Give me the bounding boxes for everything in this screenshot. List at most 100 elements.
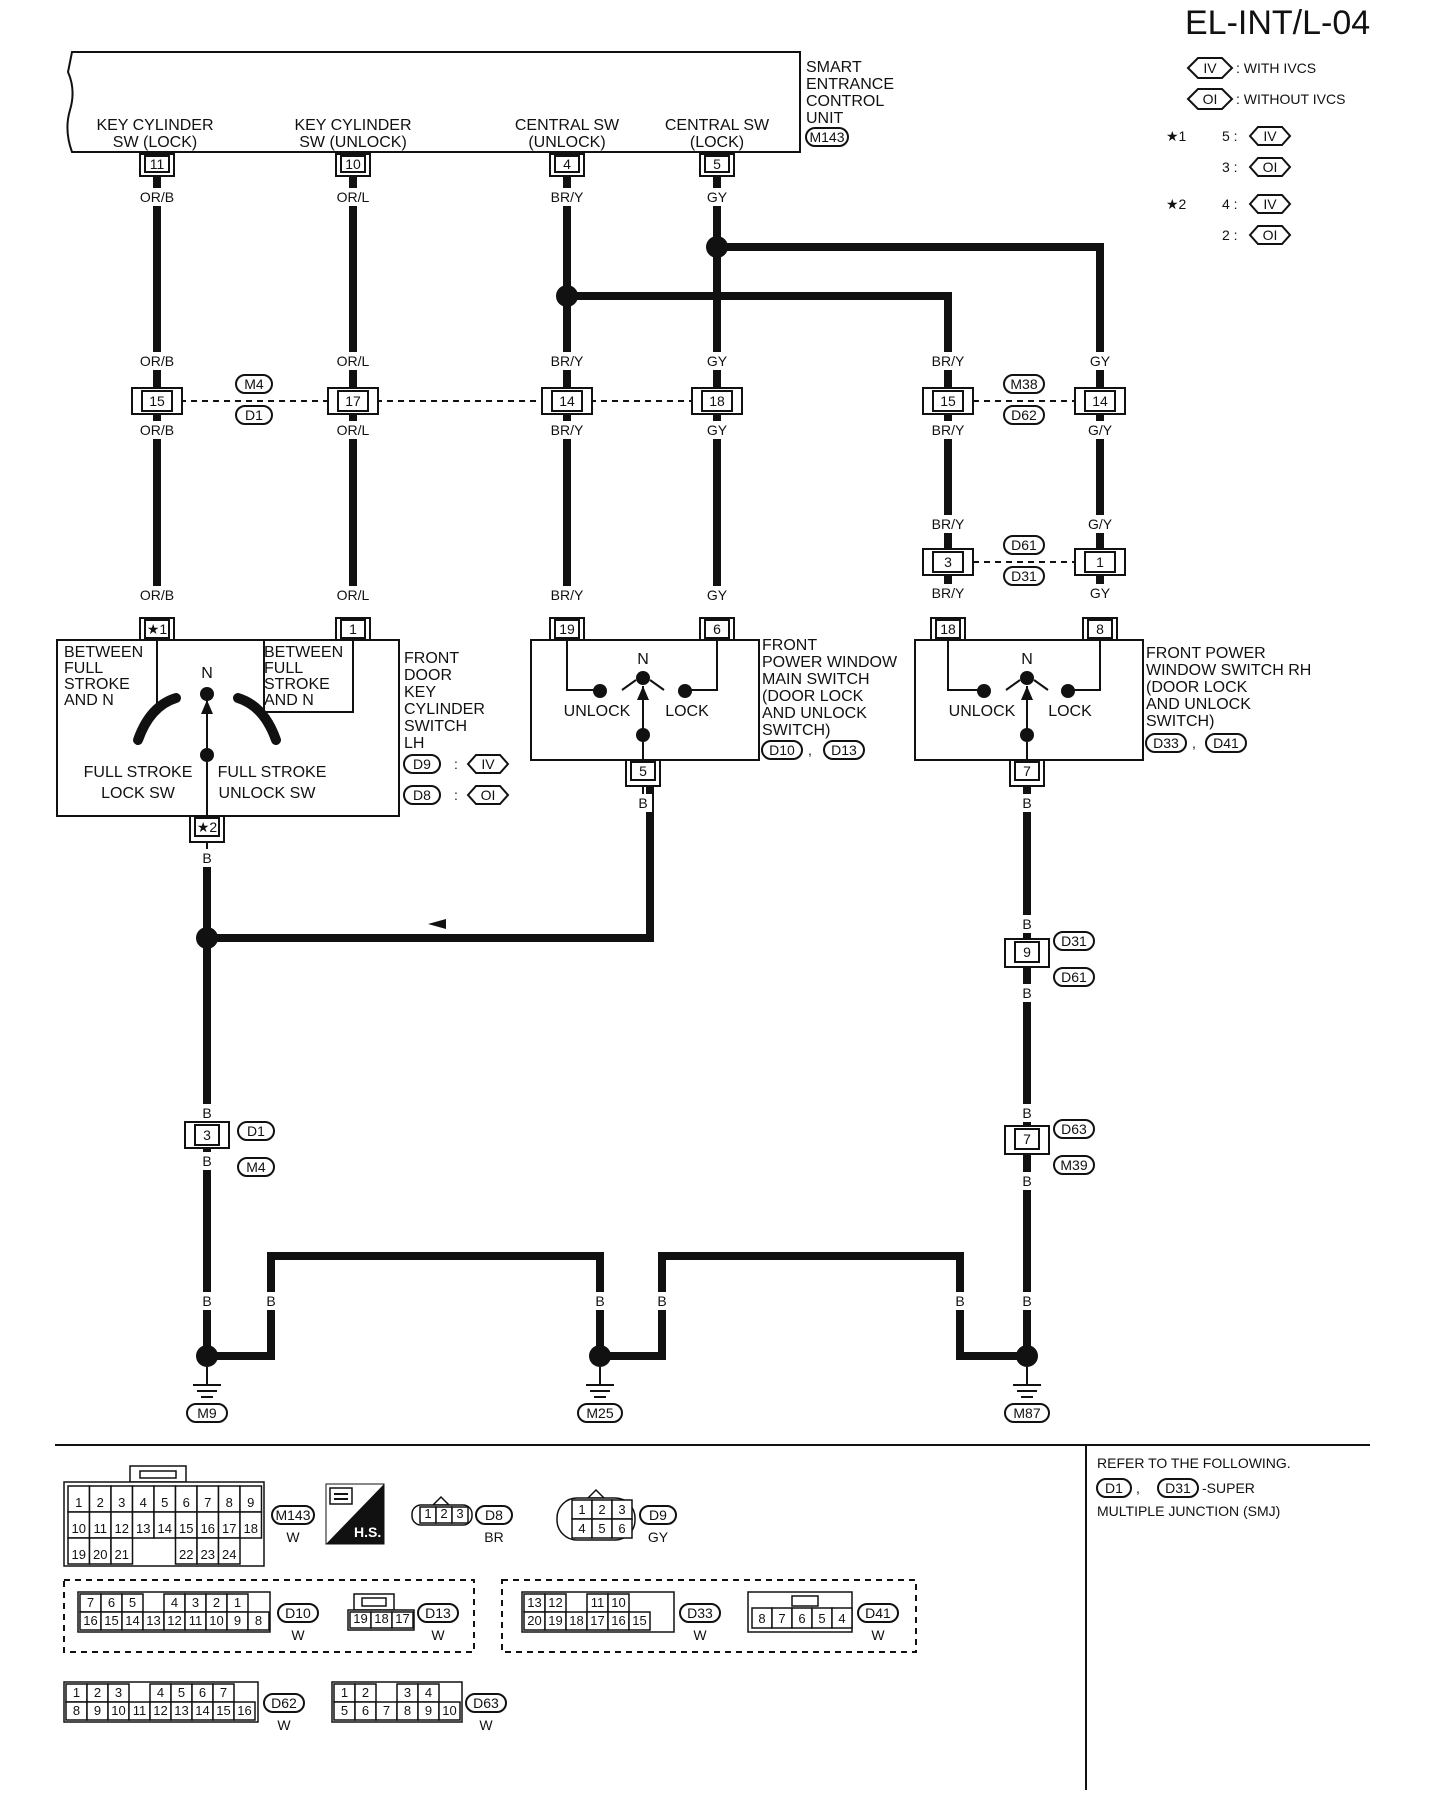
d8-pin-label: 1 bbox=[424, 1506, 431, 1521]
key-switch-conn-d8: D8 bbox=[413, 787, 431, 803]
key-switch-left-1: BETWEEN bbox=[64, 644, 143, 661]
d62-pin-label: 8 bbox=[73, 1703, 80, 1718]
d33-view-color: W bbox=[693, 1627, 707, 1643]
key-switch-n-label: N bbox=[201, 665, 213, 682]
d62-pin-label: 5 bbox=[178, 1685, 185, 1700]
main-switch-name-3: MAIN SWITCH bbox=[762, 671, 870, 688]
wire-color-bry: BR/Y bbox=[551, 189, 584, 205]
m143-pin-label: 8 bbox=[226, 1495, 233, 1510]
key-switch-left-4: AND N bbox=[64, 692, 114, 709]
d62-view-tag: D62 bbox=[271, 1695, 297, 1711]
legend-star2-b-num: 2 : bbox=[1222, 227, 1238, 243]
m143-pin-label: 18 bbox=[244, 1521, 258, 1536]
key-switch-box bbox=[56, 639, 400, 817]
d10-pin-label: 16 bbox=[83, 1613, 97, 1628]
ground-dot-m25 bbox=[589, 1345, 611, 1367]
m143-pin-label: 9 bbox=[247, 1495, 254, 1510]
d10-pin-label: 14 bbox=[125, 1613, 139, 1628]
wire-ground-bridge-2 bbox=[603, 1252, 1022, 1360]
key-switch-lock-1: FULL STROKE bbox=[84, 764, 193, 781]
left-joint-m4-tag: M4 bbox=[246, 1159, 266, 1175]
key-switch-unlock-1: FULL STROKE bbox=[218, 764, 327, 781]
unit-pin-11: 11 bbox=[150, 156, 165, 172]
joint-d61-d31: BR/Y G/Y 3 1 D61 D31 BR/Y GY bbox=[921, 515, 1126, 602]
group-d33-d41 bbox=[501, 1579, 917, 1653]
key-switch-lock-2: LOCK SW bbox=[101, 785, 176, 802]
key-switch-wire-b: OR/L bbox=[337, 587, 370, 603]
refer-tag-d1: D1 bbox=[1105, 1480, 1123, 1496]
d33-view-tag: D33 bbox=[687, 1605, 713, 1621]
rh-switch-name-3: (DOOR LOCK bbox=[1146, 679, 1248, 696]
m143-pin-label: 22 bbox=[179, 1547, 193, 1562]
unit-pins: 11 10 4 5 bbox=[139, 153, 735, 177]
m143-pin-label: 11 bbox=[94, 1521, 108, 1536]
m143-pin-label: 5 bbox=[161, 1495, 168, 1510]
d10-pin-label: 10 bbox=[209, 1613, 223, 1628]
d33-cell bbox=[628, 1611, 651, 1631]
control-unit-name-4: UNIT bbox=[806, 110, 844, 127]
m4-pin-14: 14 bbox=[559, 393, 575, 409]
left-joint-d1-tag: D1 bbox=[247, 1123, 265, 1139]
m38-wire-bottom-1: BR/Y bbox=[932, 422, 965, 438]
m4-tag: M4 bbox=[244, 376, 264, 392]
ground-symbols: M9 M25 M87 bbox=[186, 1367, 1050, 1423]
wire-color-gy: GY bbox=[707, 189, 728, 205]
d62-pin-label: 1 bbox=[73, 1685, 80, 1700]
key-switch-arrow-icon bbox=[201, 700, 213, 714]
wire-ground-bridge-1 bbox=[210, 1252, 604, 1360]
main-switch-name-6: SWITCH) bbox=[762, 722, 830, 739]
d41-pin-label: 5 bbox=[818, 1611, 825, 1626]
d8-view-color: BR bbox=[484, 1529, 503, 1545]
d8-view-tag: D8 bbox=[485, 1507, 503, 1523]
wire-main-switch-ground bbox=[203, 784, 654, 942]
main-switch-wire-b: GY bbox=[707, 587, 728, 603]
d63-pin-label: 7 bbox=[383, 1703, 390, 1718]
d9-pin-label: 1 bbox=[578, 1502, 585, 1517]
d62-pin-label: 10 bbox=[111, 1703, 125, 1718]
terminal-label-central-unlock-1: CENTRAL SW bbox=[515, 117, 620, 134]
d33-pin-label: 15 bbox=[632, 1613, 646, 1628]
d63-pin-label: 4 bbox=[425, 1685, 432, 1700]
control-unit: SMART ENTRANCE CONTROL UNIT M143 KEY CYL… bbox=[66, 51, 894, 153]
ground-m9-icon bbox=[193, 1367, 221, 1398]
m4-wire-top-2: OR/L bbox=[337, 353, 370, 369]
m143-pin-label: 24 bbox=[222, 1547, 236, 1562]
m143-pin-label: 20 bbox=[93, 1547, 107, 1562]
rh-switch-unlock: UNLOCK bbox=[949, 703, 1016, 720]
unit-pin-4: 4 bbox=[563, 156, 571, 172]
d13-view-tag: D13 bbox=[425, 1605, 451, 1621]
d61-wire-top-2: G/Y bbox=[1088, 516, 1113, 532]
key-switch-name-4: CYLINDER bbox=[404, 701, 485, 718]
m4-wire-bottom-4: GY bbox=[707, 422, 728, 438]
control-unit-name-3: CONTROL bbox=[806, 93, 884, 110]
d8-cell bbox=[451, 1506, 469, 1524]
ground-m25-icon bbox=[586, 1367, 614, 1398]
rh-switch-name-1: FRONT POWER bbox=[1146, 645, 1266, 662]
d62-pin-label: 2 bbox=[94, 1685, 101, 1700]
m143-pin-label: 15 bbox=[179, 1521, 193, 1536]
d63-cell bbox=[438, 1701, 461, 1721]
d10-pin-label: 1 bbox=[234, 1595, 241, 1610]
rh-switch-sep: , bbox=[1192, 735, 1196, 751]
d41-pin-label: 6 bbox=[798, 1611, 805, 1626]
m4-wire-bottom-2: OR/L bbox=[337, 422, 370, 438]
d62-pin-label: 12 bbox=[153, 1703, 167, 1718]
control-unit-box bbox=[66, 51, 801, 153]
main-switch-pin-b: 6 bbox=[713, 621, 721, 637]
right-joint2-pin: 7 bbox=[1023, 1131, 1031, 1147]
legend-star1-a-tag-shape bbox=[1248, 126, 1292, 146]
d33-pin-label: 18 bbox=[569, 1613, 583, 1628]
d62-pin-label: 15 bbox=[216, 1703, 230, 1718]
m143-pin-label: 21 bbox=[115, 1547, 129, 1562]
main-switch-n-label: N bbox=[637, 651, 649, 668]
key-switch-conn-d8-tag: OI bbox=[481, 787, 496, 803]
